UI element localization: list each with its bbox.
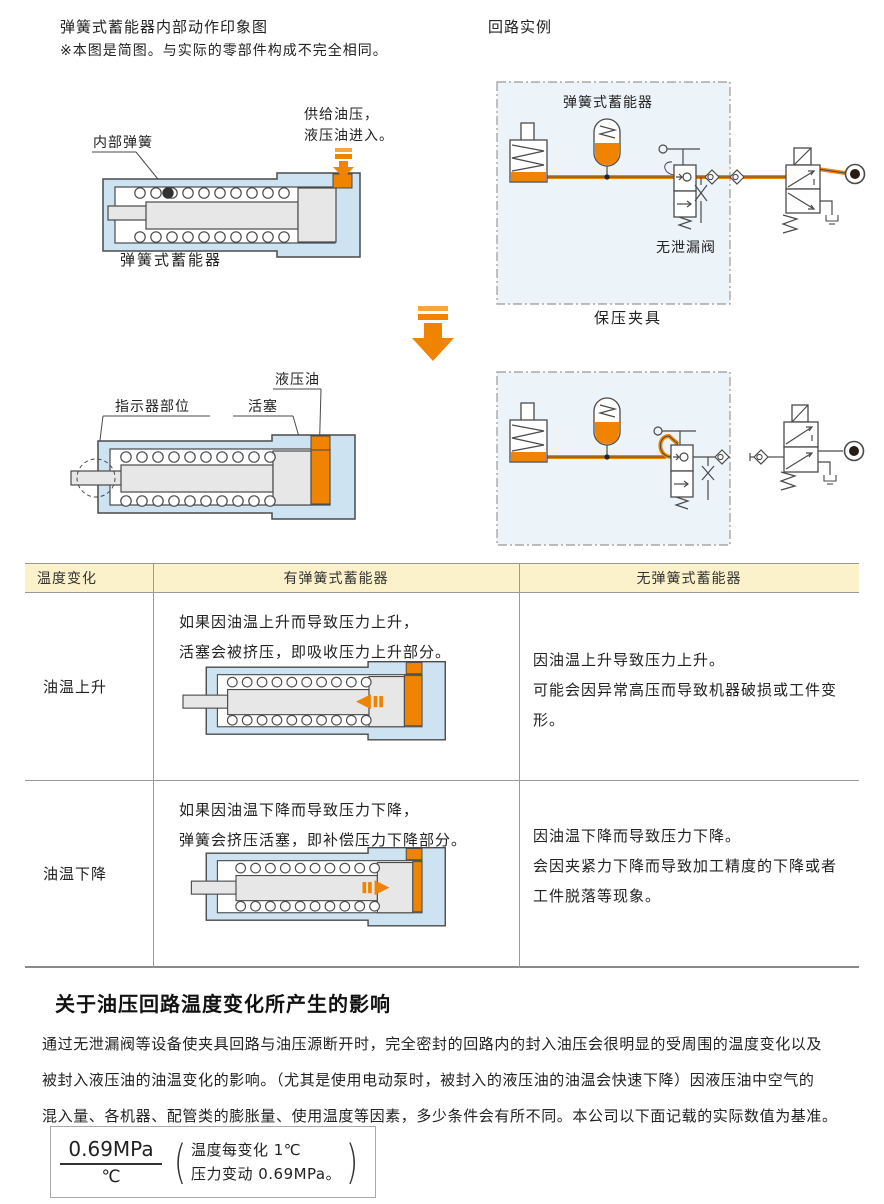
spring-push-right-arrow-icon	[362, 880, 390, 896]
directional-valve-symbol	[781, 147, 821, 234]
internal-spring-label: 内部弹簧	[93, 135, 153, 151]
no-leak-valve-symbol	[658, 144, 700, 230]
table-header-row: 温度变化 有弹簧式蓄能器 无弹簧式蓄能器	[25, 563, 859, 593]
indicator-label: 指示器部位	[115, 399, 190, 415]
fraction-denominator: ℃	[101, 1167, 121, 1187]
right-paren: )	[345, 1135, 359, 1189]
supply-label-line1: 供给油压，	[304, 107, 379, 123]
section-heading: 关于油压回路温度变化所产生的影响	[55, 992, 391, 1016]
circuit-accumulator-label: 弹簧式蓄能器	[563, 95, 653, 111]
piston-label: 活塞	[248, 398, 278, 415]
accumulator-diagram-temp-rise	[182, 660, 446, 741]
pressure-source-icon	[844, 163, 866, 185]
tank-icon	[823, 474, 837, 485]
pressure-formula-box: 0.69MPa ℃ ( 温度每变化 1℃ 压力变动 0.69MPa。 )	[50, 1126, 376, 1198]
page-title: 弹簧式蓄能器内部动作印象图	[60, 18, 269, 36]
row-with-accumulator-cell: 如果因油温下降而导致压力下降， 弹簧会挤压活塞，即补偿压力下降部分。	[153, 781, 519, 966]
col-header-temperature: 温度变化	[37, 571, 97, 587]
section-paragraph: 通过无泄漏阀等设备使夹具回路与油压源断开时，完全密封的回路内的封入油压会很明显的…	[42, 1026, 838, 1134]
no-leak-valve-label: 无泄漏阀	[656, 240, 716, 256]
col-header-with-accumulator: 有弹簧式蓄能器	[283, 571, 389, 587]
col-header-without-accumulator: 无弹簧式蓄能器	[636, 571, 742, 587]
marked-spring-coil	[162, 187, 174, 199]
effect-line: 会因夹紧力下降而导致加工精度的下降或者	[533, 857, 838, 875]
desc-line: 活塞会被挤压，即吸收压力上升部分。	[179, 643, 452, 661]
accumulator-diagram-initial: 内部弹簧 供给油压， 液压油进入。 弹簧式蓄能器	[92, 107, 393, 269]
pressure-source-icon	[843, 440, 865, 462]
throttle-valve-icon	[694, 177, 708, 223]
clamp-cylinder-symbol	[509, 122, 548, 183]
table-divider	[153, 563, 154, 968]
fraction-numerator: 0.69MPa	[60, 1137, 162, 1165]
effect-line: 可能会因异常高压而导致机器破损或工件变形。	[533, 681, 838, 729]
holding-fixture-caption: 保压夹具	[594, 309, 662, 327]
formula-note: 温度每变化 1℃ 压力变动 0.69MPa。	[189, 1138, 343, 1186]
supply-label-line2: 液压油进入。	[304, 128, 394, 144]
desc-line: 如果因油温下降而导致压力下降，	[179, 801, 420, 819]
hydraulic-oil-label: 液压油	[275, 372, 320, 388]
row-without-accumulator-cell: 因油温上升导致压力上升。 可能会因异常高压而导致机器破损或工件变形。	[519, 593, 859, 780]
row-with-accumulator-cell: 如果因油温上升而导致压力上升， 活塞会被挤压，即吸收压力上升部分。	[153, 593, 519, 780]
directional-valve-symbol	[779, 404, 819, 491]
circuit-diagram-pressurize: 弹簧式蓄能器 无泄漏阀	[496, 81, 866, 327]
spring-accumulator-symbol	[593, 118, 621, 180]
desc-line: 弹簧会挤压活塞，即补偿压力下降部分。	[179, 831, 468, 849]
pressure-push-left-arrow-icon	[355, 694, 383, 710]
paragraph-line: 通过无泄漏阀等设备使夹具回路与油压源断开时，完全密封的回路内的封入油压会很明显的…	[42, 1035, 823, 1053]
accumulator-diagram-filled: 液压油 指示器部位 活塞	[70, 372, 356, 520]
check-valve-icon	[729, 169, 745, 185]
left-paren: (	[173, 1135, 187, 1189]
table-divider	[519, 563, 520, 968]
accumulator-diagram-temp-drop	[190, 846, 446, 927]
effect-line: 工件脱落等现象。	[533, 887, 662, 905]
page-note: ※本图是简图。与实际的零部件构成不完全相同。	[60, 43, 388, 59]
spring-accumulator-symbol	[593, 397, 621, 460]
comparison-table: 温度变化 有弹簧式蓄能器 无弹簧式蓄能器 油温上升 如果因油温上升而导致压力上升…	[25, 563, 859, 968]
throttle-valve-icon	[701, 457, 715, 500]
formula-note-line: 压力变动 0.69MPa。	[190, 1165, 342, 1183]
no-leak-valve-symbol	[653, 426, 696, 510]
table-row: 油温上升 如果因油温上升而导致压力上升， 活塞会被挤压，即吸收压力上升部分。	[25, 593, 859, 781]
drain-line	[818, 461, 837, 485]
desc-line: 如果因油温上升而导致压力上升，	[179, 613, 420, 631]
row-without-accumulator-cell: 因油温下降而导致压力下降。 会因夹紧力下降而导致加工精度的下降或者 工件脱落等现…	[519, 781, 859, 966]
row-condition: 油温下降	[43, 864, 108, 883]
table-row: 油温下降 如果因油温下降而导致压力下降， 弹簧会挤压活塞，即补偿压力下降部分。	[25, 781, 859, 968]
check-valve-icon	[753, 449, 769, 465]
formula-note-line: 温度每变化 1℃	[190, 1141, 302, 1159]
indicator-zone-circle	[76, 458, 116, 498]
row-condition: 油温上升	[43, 677, 108, 696]
effect-line: 因油温上升导致压力上升。	[533, 651, 726, 669]
effect-line: 因油温下降而导致压力下降。	[533, 827, 742, 845]
tank-icon	[825, 214, 839, 225]
clamp-cylinder-symbol	[509, 402, 548, 463]
circuit-example-title: 回路实例	[488, 18, 553, 36]
drain-line	[820, 200, 839, 225]
accumulator-caption: 弹簧式蓄能器	[120, 251, 222, 269]
paragraph-line: 被封入液压油的油温变化的影响。（尤其是使用电动泵时，被封入的液压油的油温会快速下…	[42, 1071, 815, 1089]
circuit-diagram-holding	[496, 371, 865, 546]
supply-arrow-icon	[333, 148, 354, 178]
down-arrow-icon	[412, 306, 454, 361]
pressure-per-degree-fraction: 0.69MPa ℃	[51, 1137, 171, 1187]
paragraph-line: 混入量、各机器、配管类的膨胀量、使用温度等因素，多少条件会有所不同。本公司以下面…	[42, 1107, 838, 1125]
